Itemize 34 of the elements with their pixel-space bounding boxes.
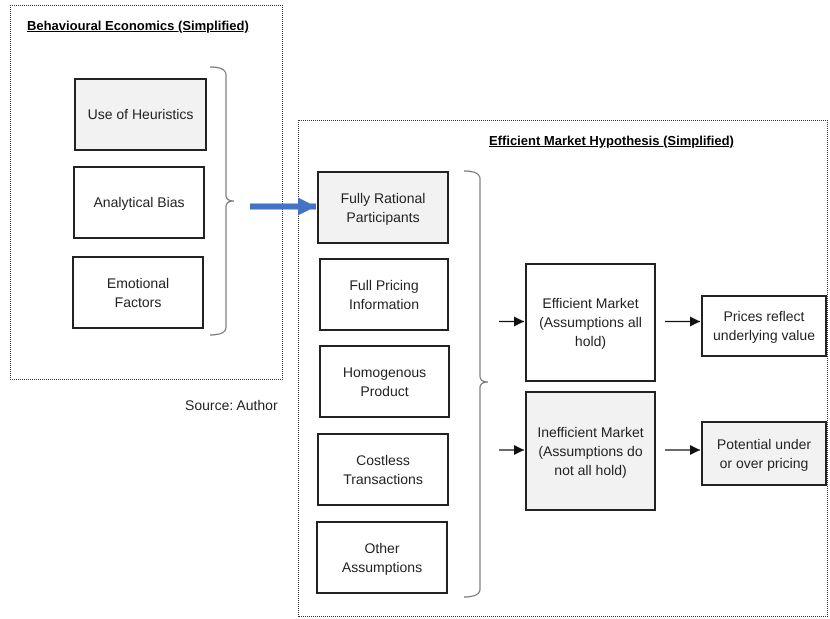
process-box [74, 78, 207, 151]
process-box [317, 433, 449, 506]
process-box [525, 263, 656, 382]
arrow [250, 198, 316, 216]
box-text: Full Pricing Information [348, 276, 420, 314]
process-box [525, 391, 656, 511]
box-text: Prices reflect underlying value [712, 307, 816, 345]
box-text: Emotional Factors [106, 274, 170, 312]
panel-title: Efficient Market Hypothesis (Simplified) [489, 132, 734, 150]
dotted-panel [298, 120, 828, 617]
process-box [319, 258, 449, 331]
box-text: Potential under or over pricing [716, 434, 812, 472]
box-text: Efficient Market (Assumptions all hold) [538, 294, 643, 351]
process-box [316, 521, 448, 594]
process-box [701, 421, 827, 486]
process-box [701, 295, 827, 357]
arrow [499, 316, 524, 326]
box-text: Other Assumptions [340, 538, 424, 576]
box-text: Use of Heuristics [88, 105, 194, 124]
dotted-panel [10, 5, 283, 380]
box-text: Fully Rational Participants [340, 188, 426, 226]
process-box [317, 171, 449, 244]
arrow [665, 316, 700, 326]
arrow [665, 445, 700, 455]
arrow [499, 445, 524, 455]
panel-title: Behavioural Economics (Simplified) [27, 17, 249, 35]
box-text: Inefficient Market (Assumptions do not all hold) [536, 422, 645, 480]
box-text: Homogenous Product [342, 362, 428, 400]
process-box [73, 166, 205, 239]
box-text: Costless Transactions [342, 450, 424, 488]
source-note: Source: Author [185, 396, 278, 415]
box-text: Analytical Bias [93, 193, 185, 212]
process-box [319, 345, 450, 418]
process-box [72, 256, 204, 329]
